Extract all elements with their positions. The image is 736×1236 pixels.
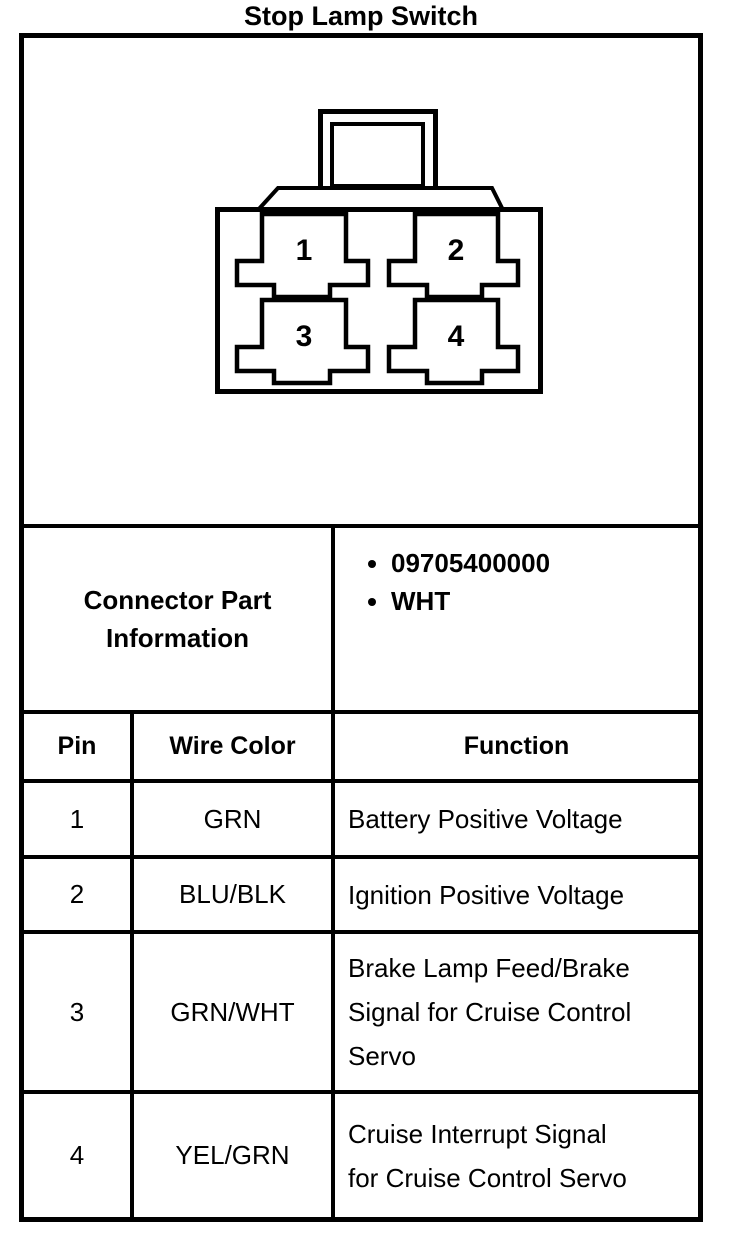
connector-face-diagram: 1 2 3 4 <box>215 109 543 394</box>
table-row-1-function: Battery Positive Voltage <box>335 783 698 855</box>
connector-part-info-label: Connector Part Information <box>24 528 331 710</box>
header-wire-color: Wire Color <box>169 732 296 760</box>
connector-part-info-line1: Connector Part <box>83 585 272 615</box>
pin-cavity-4 <box>386 297 521 386</box>
table-row-3-pin: 3 <box>69 996 85 1027</box>
pin-number-3: 3 <box>296 320 313 353</box>
pin-cavity-2 <box>386 211 521 300</box>
frame-top-border <box>19 33 703 38</box>
table-row-2-pin: 2 <box>69 879 85 909</box>
page-title: Stop Lamp Switch <box>243 1 478 31</box>
divider-function-column <box>331 524 335 1222</box>
function-line: Brake Lamp Feed/Brake <box>348 953 630 983</box>
table-row-3-function: Brake Lamp Feed/Brake Signal for Cruise … <box>335 934 698 1090</box>
pin-number-2: 2 <box>448 234 465 267</box>
part-info-bullet-list: 09705400000 WHT <box>335 544 550 620</box>
divider-row3-row4 <box>19 1090 703 1094</box>
divider-info-table <box>19 710 703 714</box>
pin-cavity-3 <box>234 297 371 386</box>
divider-diagram-info <box>19 524 703 528</box>
table-row-3-wire: GRN/WHT <box>170 996 295 1027</box>
divider-pin-column <box>130 710 134 1222</box>
function-line: for Cruise Control Servo <box>348 1162 627 1193</box>
function-line: Battery Positive Voltage <box>348 804 623 834</box>
frame-left-border <box>19 33 24 1222</box>
connector-part-info-line2: Information <box>106 623 249 653</box>
table-row-4-function: Cruise Interrupt Signal for Cruise Contr… <box>335 1094 698 1217</box>
table-row-4-pin: 4 <box>69 1140 85 1170</box>
frame-bottom-border <box>19 1217 703 1222</box>
connector-part-info-values: 09705400000 WHT <box>335 528 698 710</box>
divider-row1-row2 <box>19 855 703 859</box>
frame-right-border <box>698 33 703 1222</box>
divider-header-row1 <box>19 779 703 783</box>
table-row-2-function: Ignition Positive Voltage <box>335 859 698 930</box>
header-function: Function <box>463 732 570 760</box>
connector-color-bullet: WHT <box>391 582 550 620</box>
pin-number-4: 4 <box>448 320 465 353</box>
table-row-1-wire: GRN <box>203 803 262 834</box>
connector-shoulder <box>253 186 507 212</box>
divider-row2-row3 <box>19 930 703 934</box>
function-line: Signal for Cruise Control <box>348 997 632 1027</box>
part-number-bullet: 09705400000 <box>391 544 550 582</box>
connector-latch-inner <box>330 122 425 188</box>
table-row-4-wire: YEL/GRN <box>175 1140 290 1170</box>
table-row-2-wire: BLU/BLK <box>179 879 286 909</box>
pin-number-1: 1 <box>296 234 313 267</box>
function-line: Ignition Positive Voltage <box>348 879 625 910</box>
header-pin: Pin <box>57 732 97 760</box>
pin-cavity-1 <box>234 211 371 300</box>
table-row-1-pin: 1 <box>69 803 85 834</box>
function-line: Servo <box>348 1041 416 1071</box>
function-line: Cruise Interrupt Signal <box>348 1118 607 1149</box>
